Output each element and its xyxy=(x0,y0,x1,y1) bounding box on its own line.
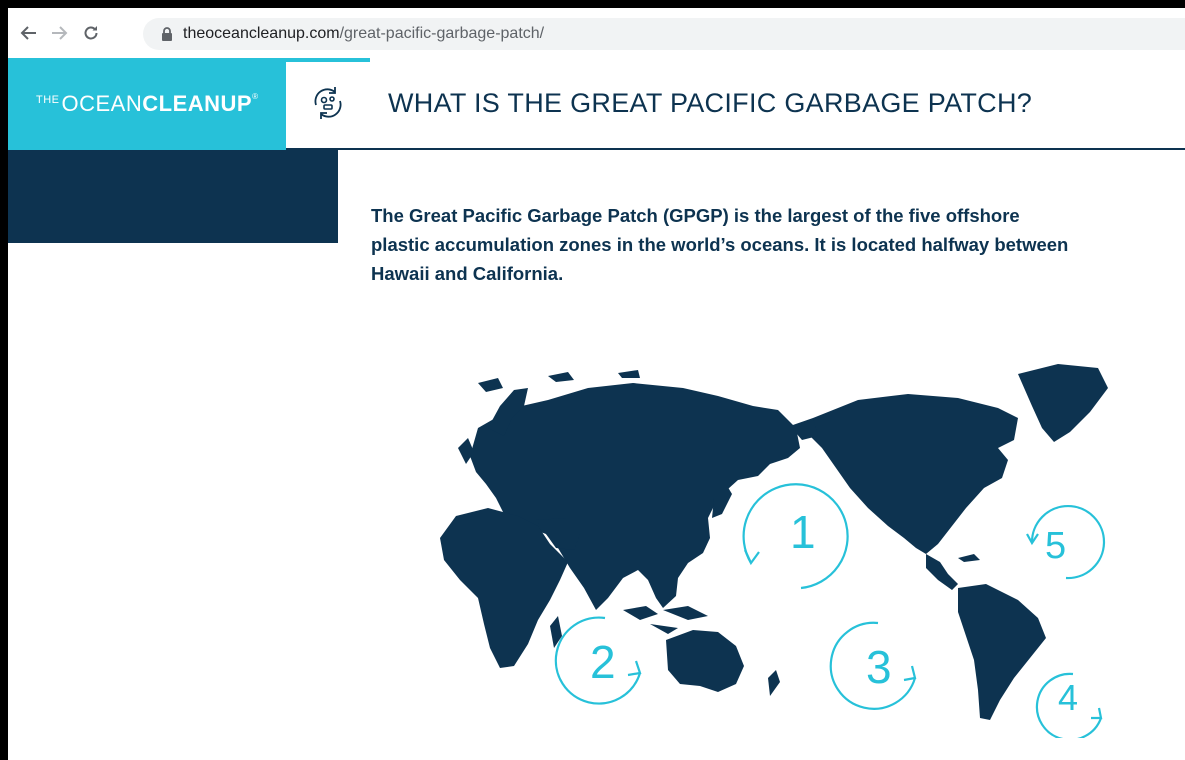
reload-icon[interactable] xyxy=(78,20,104,46)
url-text: theoceancleanup.com/great-pacific-garbag… xyxy=(183,25,544,43)
caribbean-islands xyxy=(958,554,980,562)
url-path: /great-pacific-garbage-patch/ xyxy=(339,25,545,42)
arctic-islands xyxy=(478,370,640,392)
greenland-landmass xyxy=(1018,364,1108,442)
gyre-3-arrow-icon xyxy=(903,665,917,682)
intro-paragraph: The Great Pacific Garbage Patch (GPGP) i… xyxy=(371,201,1161,288)
australia-landmass xyxy=(666,630,744,692)
back-arrow-icon[interactable] xyxy=(16,20,42,46)
browser-toolbar: theoceancleanup.com/great-pacific-garbag… xyxy=(8,8,1185,58)
header-accent-bar xyxy=(286,58,370,62)
logo-ocean: OCEAN xyxy=(61,91,143,116)
gyre-5-circle xyxy=(1030,504,1106,580)
gyre-label-1: 1 xyxy=(790,506,816,558)
intro-line-3: Hawaii and California. xyxy=(371,263,564,284)
site-header: THE OCEAN CLEANUP ® WHAT IS THE GREAT PA… xyxy=(8,58,1185,150)
browser-window: theoceancleanup.com/great-pacific-garbag… xyxy=(8,8,1185,760)
eurasia-landmass xyxy=(470,383,800,610)
madagascar-landmass xyxy=(550,616,562,648)
central-america-landmass xyxy=(926,554,958,590)
logo-prefix: THE xyxy=(36,94,60,106)
lock-icon xyxy=(157,26,177,42)
gyre-label-4: 4 xyxy=(1058,677,1078,718)
gyre-4-circle xyxy=(1035,672,1103,738)
arabia-landmass xyxy=(536,518,580,550)
gyre-1-circle xyxy=(742,483,849,590)
forward-arrow-icon[interactable] xyxy=(46,20,72,46)
decorative-block xyxy=(8,150,338,243)
url-domain: theoceancleanup.com xyxy=(183,25,340,42)
indonesia-islands xyxy=(623,606,708,634)
world-map: 1 2 3 4 5 xyxy=(440,364,1108,738)
land-masses xyxy=(440,364,1108,720)
logo-cleanup: CLEANUP xyxy=(142,91,253,116)
new-zealand-landmass xyxy=(768,670,780,696)
africa-landmass xyxy=(440,508,568,668)
gyre-circles xyxy=(554,483,1106,738)
alaska-landmass xyxy=(790,418,818,440)
japan-landmass xyxy=(712,484,732,518)
gyre-label-3: 3 xyxy=(866,641,892,693)
intro-line-2: plastic accumulation zones in the world’… xyxy=(371,234,1069,255)
site-logo[interactable]: THE OCEAN CLEANUP ® xyxy=(8,58,286,150)
plastic-cycle-icon xyxy=(314,87,342,119)
gyre-3-circle xyxy=(829,621,917,710)
gyre-5-arrow-icon xyxy=(1026,533,1039,546)
gyre-label-2: 2 xyxy=(590,636,616,688)
gyre-2-arrow-icon xyxy=(627,660,642,677)
north-america-landmass xyxy=(810,394,1018,554)
gyre-4-arrow-icon xyxy=(1091,707,1103,720)
title-bar: WHAT IS THE GREAT PACIFIC GARBAGE PATCH? xyxy=(286,58,1185,150)
scandinavia-landmass xyxy=(488,388,528,436)
gyre-label-5: 5 xyxy=(1045,525,1066,567)
address-bar[interactable]: theoceancleanup.com/great-pacific-garbag… xyxy=(143,18,1185,50)
uk-landmass xyxy=(458,438,474,464)
logo-reg: ® xyxy=(252,91,258,101)
gyre-1-arrow-icon xyxy=(744,549,760,566)
intro-line-1: The Great Pacific Garbage Patch (GPGP) i… xyxy=(371,205,1020,226)
gyre-2-circle xyxy=(554,616,642,705)
page-title: WHAT IS THE GREAT PACIFIC GARBAGE PATCH? xyxy=(388,87,1033,118)
south-america-landmass xyxy=(958,584,1046,720)
